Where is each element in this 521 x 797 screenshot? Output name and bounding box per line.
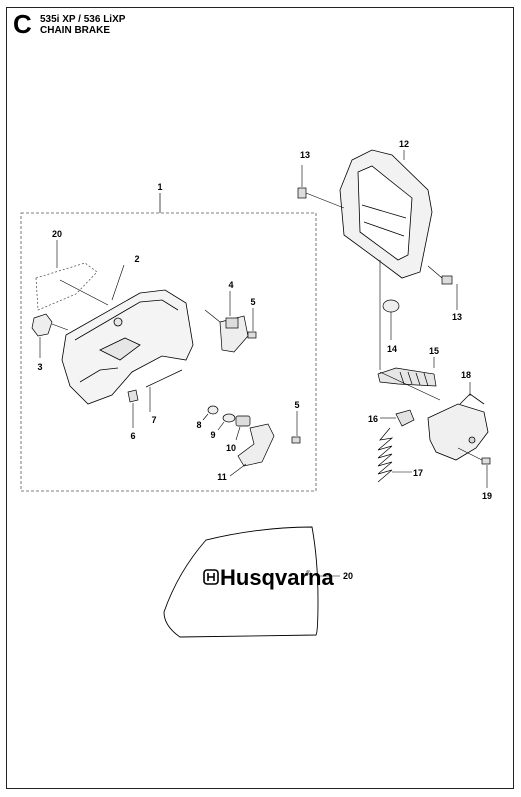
callout-14: 14 [387,344,397,354]
callout-17: 17 [413,468,423,478]
brand-text: Husqvarna [220,565,334,590]
part-13-screw-lower [427,265,458,310]
callout-13-upper: 13 [300,150,310,160]
callouts: 1 2 3 4 5 5 6 7 8 9 10 11 12 13 13 14 15… [37,139,492,501]
callout-5-lower: 5 [294,400,299,410]
part-5-screw-upper [247,308,257,339]
part-4-bracket [204,291,249,353]
part-8-washer [202,405,219,421]
chain-brake-cover [59,264,194,405]
part-6-pin [127,389,139,428]
callout-3: 3 [37,362,42,372]
part-5-screw-lower [291,411,301,444]
callout-4: 4 [228,280,233,290]
part-16-lever [380,409,415,427]
part-11-guard [229,423,275,477]
callout-10: 10 [226,443,236,453]
part-19-screw [457,447,491,488]
callout-13-lower: 13 [452,312,462,322]
callout-18: 18 [461,370,471,380]
callout-7: 7 [151,415,156,425]
callout-6: 6 [130,431,135,441]
callout-19: 19 [482,491,492,501]
part-18-brake-lever [427,382,489,461]
callout-20-large: 20 [343,571,353,581]
callout-2: 2 [134,254,139,264]
callout-1: 1 [157,182,162,192]
assembly-boundary [20,212,317,492]
callout-11: 11 [217,472,227,482]
part-3-knob [31,313,69,358]
callout-20-small: 20 [52,229,62,239]
part-14-clip [382,299,400,340]
decal-small [35,240,98,311]
section-letter: C [13,9,32,39]
part-13-screw-upper [297,165,345,209]
part-15-spring [377,357,441,401]
trademark-symbol: ® [306,570,311,577]
callout-15: 15 [429,346,439,356]
model-title: 535i XP / 536 LiXP [40,14,126,25]
husqvarna-logo-icon [203,569,219,585]
callout-5-upper: 5 [250,297,255,307]
page-frame [6,7,514,789]
section-title: CHAIN BRAKE [40,25,110,36]
decal-large: Husqvarna ® 20 [163,526,353,638]
callout-9: 9 [210,430,215,440]
callout-12: 12 [399,139,409,149]
part-17-coil-spring [377,427,412,483]
callout-8: 8 [196,420,201,430]
callout-16: 16 [368,414,378,424]
part-7-rod [145,369,183,412]
part-9-washer [217,413,236,431]
part-10-bushing [235,415,251,441]
part-12-handguard [339,149,433,370]
